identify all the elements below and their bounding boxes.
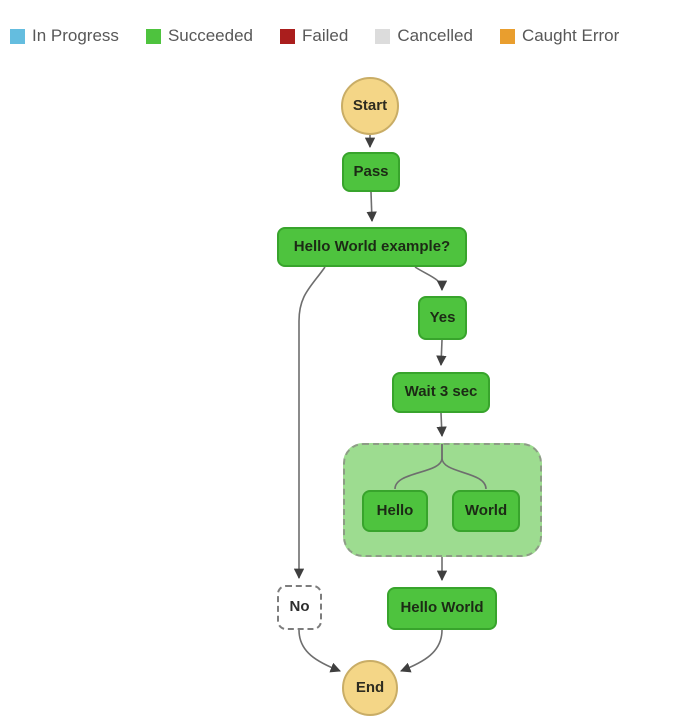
succeeded-swatch-icon: [145, 28, 161, 44]
node-yes[interactable]: Yes: [418, 296, 467, 340]
node-hello[interactable]: Hello: [362, 490, 428, 532]
edge-wait-parallel: [436, 412, 447, 438]
edge-no-end: [298, 629, 341, 673]
legend-item-succeeded: Succeeded: [145, 26, 254, 46]
node-hello-world[interactable]: Hello World: [387, 587, 497, 630]
edge-choice-no: [293, 266, 326, 580]
node-wait-3-sec[interactable]: Wait 3 sec: [392, 372, 490, 413]
node-world[interactable]: World: [452, 490, 520, 532]
node-pass[interactable]: Pass: [342, 152, 400, 192]
legend-item-failed: Failed: [280, 26, 348, 46]
node-choice-hello-world-example[interactable]: Hello World example?: [277, 227, 467, 267]
node-end[interactable]: End: [342, 660, 398, 716]
node-no[interactable]: No: [277, 585, 322, 630]
failed-swatch-icon: [280, 28, 296, 44]
cancelled-swatch-icon: [375, 28, 391, 44]
legend-label: Succeeded: [167, 26, 254, 45]
node-start[interactable]: Start: [341, 77, 399, 135]
status-legend: In Progress Succeeded Failed Cancelled C…: [10, 26, 619, 46]
legend-label: Cancelled: [397, 26, 473, 45]
legend-label: In Progress: [32, 26, 119, 45]
legend-item-caught-error: Caught Error: [499, 26, 620, 46]
edge-yes-wait: [436, 339, 447, 367]
caught-error-swatch-icon: [499, 28, 515, 44]
edge-helloworld-end: [400, 629, 443, 673]
edge-choice-yes: [414, 266, 448, 292]
legend-item-in-progress: In Progress: [10, 26, 119, 46]
in-progress-swatch-icon: [10, 28, 25, 44]
legend-label: Caught Error: [521, 26, 620, 45]
edge-pass-choice: [366, 191, 377, 223]
legend-item-cancelled: Cancelled: [375, 26, 473, 46]
legend-label: Failed: [302, 26, 349, 45]
